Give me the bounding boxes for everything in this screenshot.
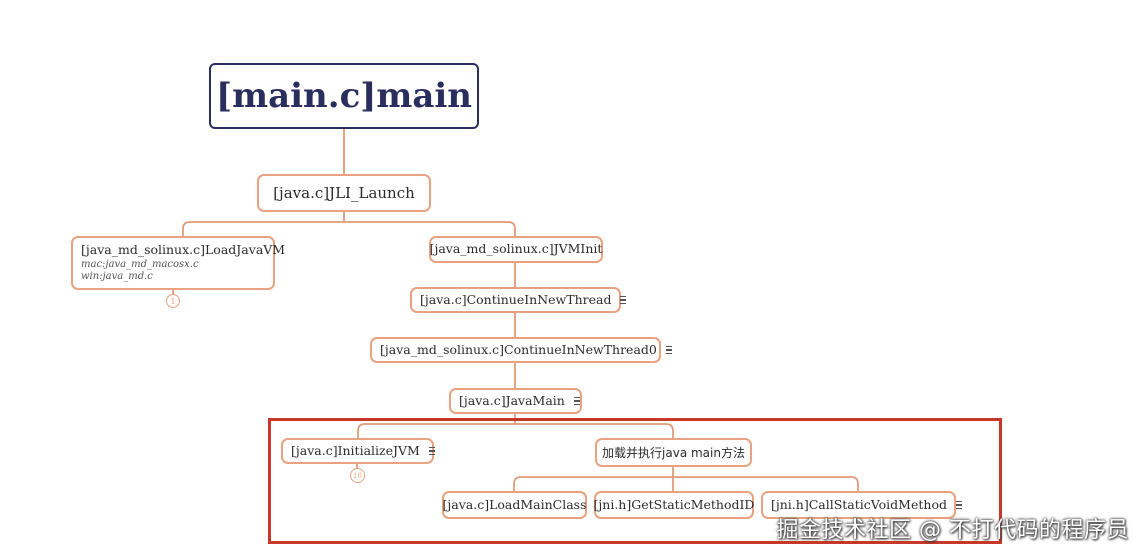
node-load-java-vm-label: [java_md_solinux.c]LoadJavaVM xyxy=(81,242,286,258)
highlight-box xyxy=(268,418,1002,544)
node-call-static-void-method[interactable]: [jni.h]CallStaticVoidMethod xyxy=(761,491,962,519)
connector-loadrun-branch xyxy=(513,465,859,493)
node-get-static-method-id[interactable]: [jni.h]GetStaticMethodID xyxy=(594,491,754,519)
node-get-static-method-id-label: [jni.h]GetStaticMethodID xyxy=(593,496,755,512)
node-jli-launch-label: [java.c]JLI_Launch xyxy=(273,183,415,202)
node-initialize-jvm[interactable]: [java.c]InitializeJVM xyxy=(281,438,435,464)
node-java-main[interactable]: [java.c]JavaMain xyxy=(449,388,582,414)
node-load-and-run-main[interactable]: 加载并执行java main方法 xyxy=(595,438,752,467)
node-jli-launch[interactable]: [java.c]JLI_Launch xyxy=(257,174,431,212)
node-main-label: [main.c]main xyxy=(216,76,472,116)
node-call-static-void-method-label: [jni.h]CallStaticVoidMethod xyxy=(771,496,947,512)
node-continue-in-new-thread[interactable]: [java.c]ContinueInNewThread xyxy=(410,287,627,313)
node-load-java-vm-note-mac: mac:java_md_macosx.c xyxy=(81,258,199,270)
node-load-main-class[interactable]: [java.c]LoadMainClass xyxy=(442,491,587,519)
note-lines-icon[interactable] xyxy=(955,499,962,511)
node-java-main-label: [java.c]JavaMain xyxy=(459,392,565,408)
node-load-java-vm-note-win: win:java_md.c xyxy=(81,270,153,282)
collapsed-count-badge[interactable]: 1 xyxy=(166,294,180,308)
node-jvm-init-label: [java_md_solinux.c]JVMInit xyxy=(429,241,603,257)
collapsed-count-badge[interactable]: 10 xyxy=(350,468,365,483)
node-continue-in-new-thread-label: [java.c]ContinueInNewThread xyxy=(420,291,612,307)
note-lines-icon[interactable] xyxy=(620,294,627,306)
node-load-java-vm[interactable]: [java_md_solinux.c]LoadJavaVM mac:java_m… xyxy=(71,236,285,290)
connector-launch-branch xyxy=(182,210,516,238)
node-initialize-jvm-label: [java.c]InitializeJVM xyxy=(291,442,420,458)
node-continue-in-new-thread0-label: [java_md_solinux.c]ContinueInNewThread0 xyxy=(380,341,657,357)
node-jvm-init[interactable]: [java_md_solinux.c]JVMInit xyxy=(429,236,603,263)
node-load-and-run-main-label: 加载并执行java main方法 xyxy=(602,445,745,460)
note-lines-icon[interactable] xyxy=(428,445,435,457)
node-load-main-class-label: [java.c]LoadMainClass xyxy=(442,496,587,512)
node-main[interactable]: [main.c]main xyxy=(209,63,479,129)
node-continue-in-new-thread0[interactable]: [java_md_solinux.c]ContinueInNewThread0 xyxy=(370,337,672,363)
watermark: 掘金技术社区 @ 不打代码的程序员 xyxy=(776,518,1129,543)
note-lines-icon[interactable] xyxy=(665,344,672,356)
note-lines-icon[interactable] xyxy=(573,395,580,407)
